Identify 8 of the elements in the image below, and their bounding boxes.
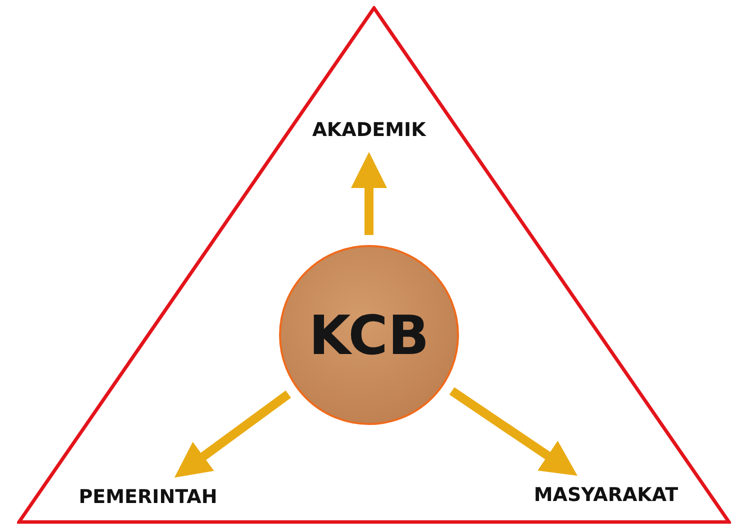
arrow [351, 152, 387, 235]
node-label: PEMERINTAH [78, 486, 218, 508]
arrow [449, 387, 578, 476]
node-label: AKADEMIK [312, 119, 426, 141]
triangle-outline [17, 6, 731, 524]
node-title: KCB [308, 304, 430, 366]
arrow [174, 390, 292, 478]
node-label: MASYARAKAT [534, 484, 678, 506]
